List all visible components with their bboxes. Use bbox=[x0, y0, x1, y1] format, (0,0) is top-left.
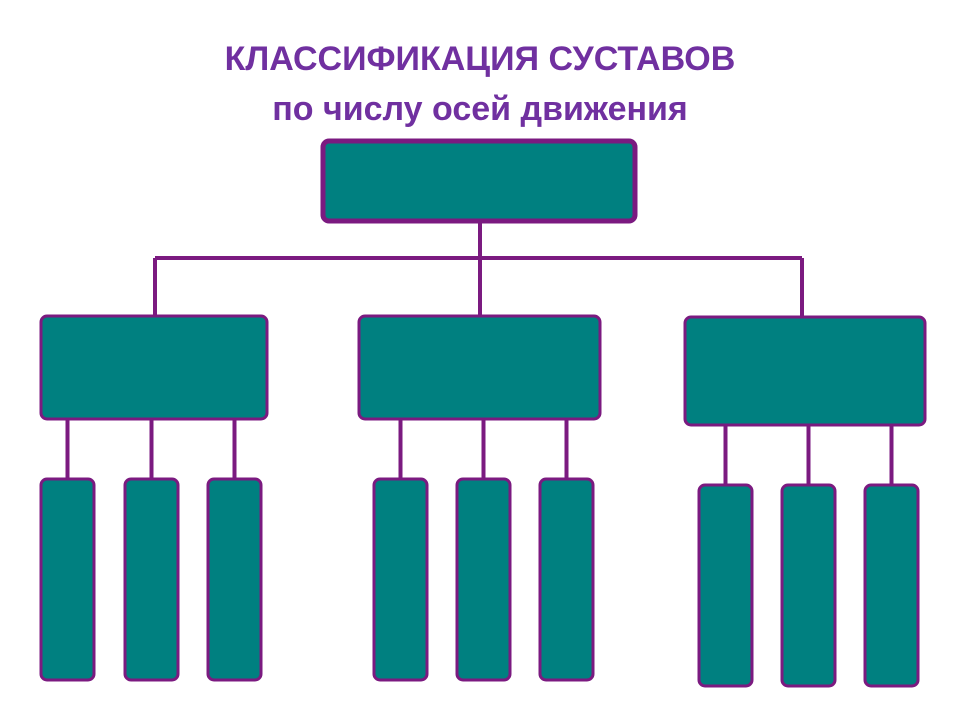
leaf-box-3-1-shape bbox=[697, 483, 754, 688]
leaf-box-1-2 bbox=[123, 477, 180, 682]
category-box-3-shape bbox=[683, 315, 927, 427]
leaf-box-3-2 bbox=[780, 483, 837, 688]
leaf-box-1-1 bbox=[39, 477, 96, 682]
leaf-box-3-2-shape bbox=[780, 483, 837, 688]
leaf-box-2-1-shape bbox=[372, 477, 429, 682]
leaf-box-1-3 bbox=[206, 477, 263, 682]
page-subtitle: по числу осей движения bbox=[272, 90, 688, 128]
category-box-3 bbox=[683, 315, 927, 427]
root-box bbox=[320, 138, 638, 224]
root-box-shape bbox=[320, 138, 638, 224]
category-box-1 bbox=[39, 314, 269, 421]
category-box-2 bbox=[357, 314, 602, 421]
leaf-box-2-2-shape bbox=[455, 477, 512, 682]
leaf-box-2-1 bbox=[372, 477, 429, 682]
leaf-box-1-1-shape bbox=[39, 477, 96, 682]
connector-lines bbox=[65, 221, 894, 485]
category-box-1-shape bbox=[39, 314, 269, 421]
diagram-boxes bbox=[39, 138, 927, 688]
leaf-box-1-2-shape bbox=[123, 477, 180, 682]
leaf-box-2-2 bbox=[455, 477, 512, 682]
leaf-box-2-3 bbox=[538, 477, 595, 682]
category-box-2-shape bbox=[357, 314, 602, 421]
leaf-box-3-3 bbox=[863, 483, 920, 688]
leaf-box-3-1 bbox=[697, 483, 754, 688]
leaf-box-3-3-shape bbox=[863, 483, 920, 688]
leaf-box-2-3-shape bbox=[538, 477, 595, 682]
leaf-box-1-3-shape bbox=[206, 477, 263, 682]
page-title: КЛАССИФИКАЦИЯ СУСТАВОВ bbox=[224, 40, 736, 78]
